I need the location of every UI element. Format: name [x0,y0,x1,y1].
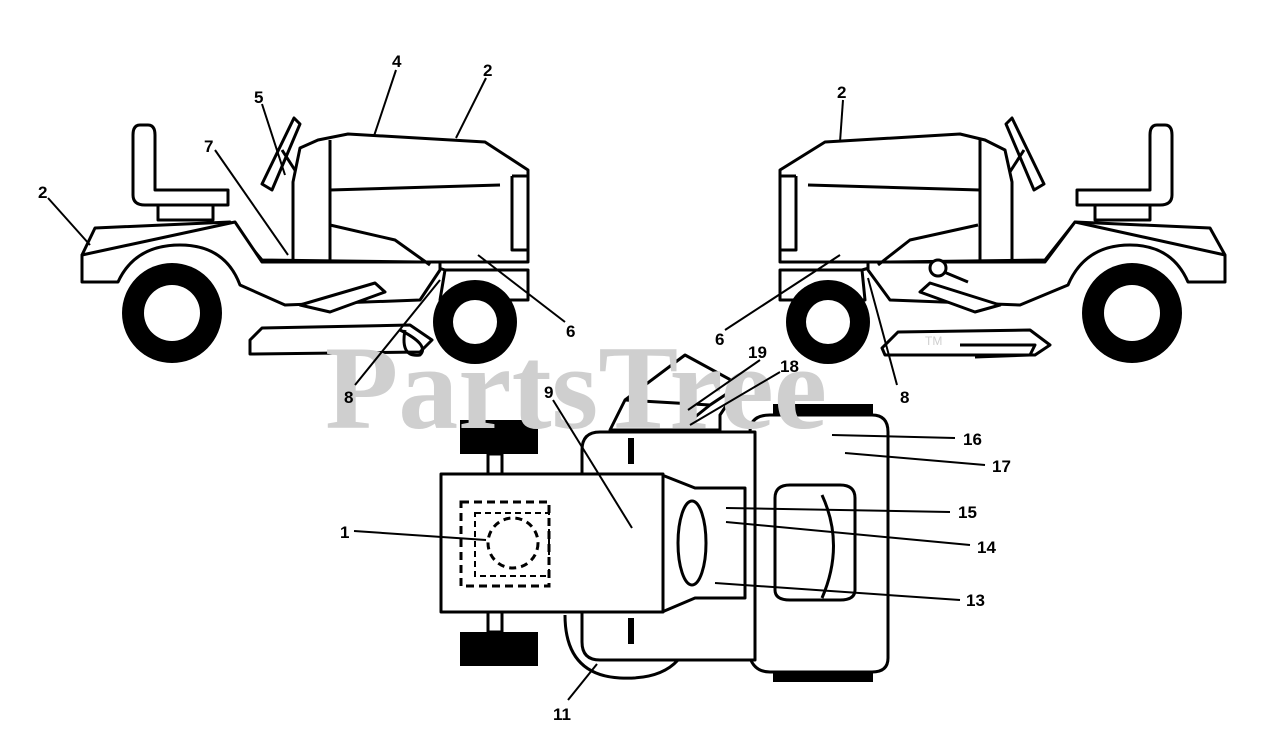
callout-6-left: 6 [566,322,575,341]
callout-17: 17 [992,457,1011,476]
callout-11: 11 [553,705,571,724]
callout-7: 7 [204,137,213,156]
callout-14: 14 [977,538,996,557]
callout-18: 18 [780,357,799,376]
callout-8-right: 8 [900,388,909,407]
callout-5: 5 [254,88,263,107]
callout-6-right: 6 [715,330,724,349]
callout-labels: 4 2 5 7 2 6 8 2 6 8 19 18 9 1 11 16 17 1… [38,52,1011,724]
watermark-text: PartsTree [325,321,827,454]
tractor-top-view [439,353,890,682]
callout-2-hood-right: 2 [837,83,846,102]
callout-13: 13 [966,591,985,610]
watermark-tm: TM [925,334,942,348]
callout-19: 19 [748,343,767,362]
callout-2-fender-left: 2 [38,183,47,202]
callout-2-hood-left: 2 [483,61,492,80]
callout-16: 16 [963,430,982,449]
callout-15: 15 [958,503,977,522]
tractor-right-side-view [778,116,1227,364]
callout-9: 9 [544,383,553,402]
callout-1: 1 [340,523,349,542]
tractor-left-side-view [80,116,530,364]
callout-4: 4 [392,52,402,71]
leader-lines [47,69,986,701]
callout-8-left: 8 [344,388,353,407]
